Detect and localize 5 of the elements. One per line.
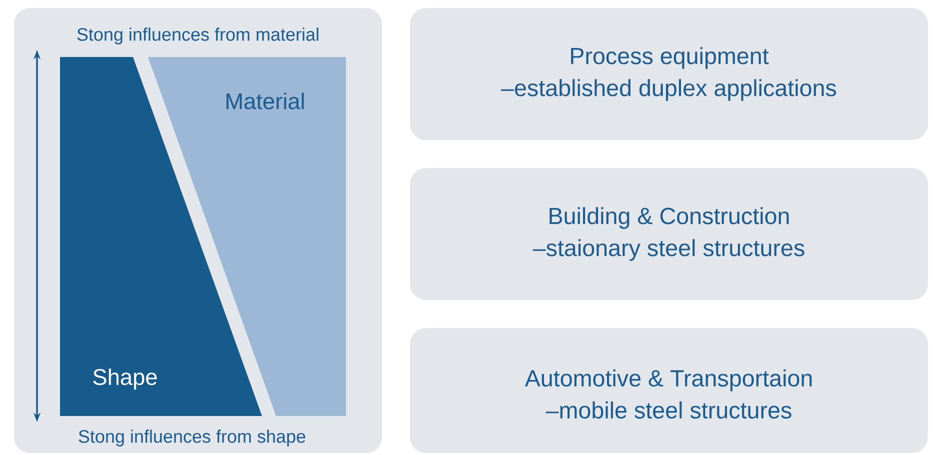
sector-box: Automotive & Transportaion –mobile steel structures	[410, 328, 928, 453]
sector-box: Process equipment –established duplex applications	[410, 8, 928, 140]
axis-label: Stong influences from shape	[78, 430, 306, 446]
sector-box: Building & Construction –staionary steel structures	[410, 168, 928, 300]
axis-label: Stong influences from material	[77, 28, 318, 44]
